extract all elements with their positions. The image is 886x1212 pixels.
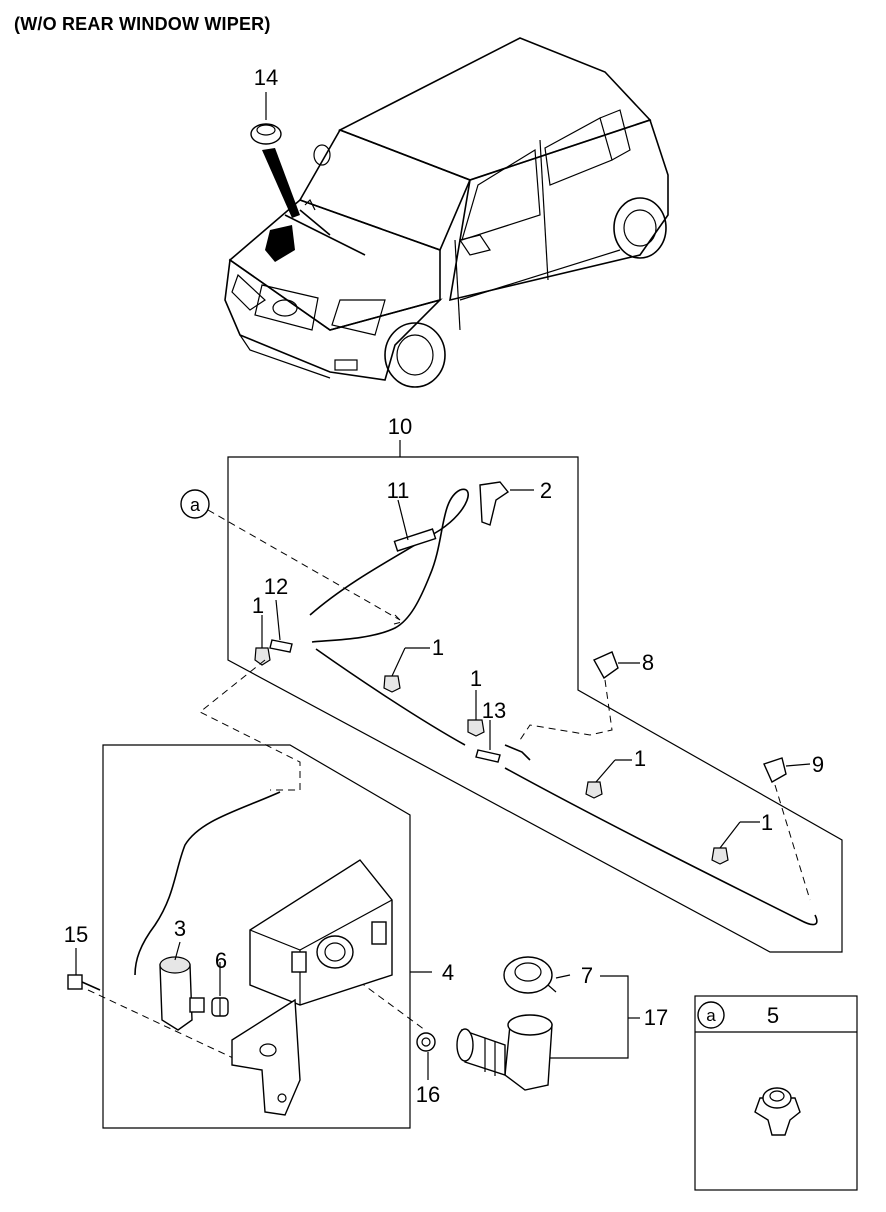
- callout-1: 1: [761, 810, 773, 835]
- callout-16: 16: [416, 1082, 440, 1107]
- part-5-clip: [754, 1087, 801, 1136]
- part-6-grommet: [211, 997, 229, 1017]
- part-16-nut: [416, 1032, 436, 1052]
- clip-1: [254, 647, 271, 666]
- clip-1: [467, 719, 485, 737]
- callout-14: 14: [254, 65, 278, 90]
- detail-marker-label: a: [190, 495, 201, 515]
- clip-1: [585, 781, 603, 799]
- callout-17: 17: [644, 1005, 668, 1030]
- callout-10: 10: [388, 414, 412, 439]
- detail-box: [694, 995, 858, 1191]
- callout-12: 12: [264, 574, 288, 599]
- car-illustration: [224, 37, 669, 388]
- washer-tank-group: [67, 744, 436, 1129]
- callout-1: 1: [470, 666, 482, 691]
- callout-1: 1: [634, 746, 646, 771]
- part-3-pump: [159, 956, 205, 1031]
- callout-1: 1: [432, 635, 444, 660]
- clip-1: [711, 847, 729, 865]
- part-7-cap: [503, 956, 553, 994]
- callout-15: 15: [64, 922, 88, 947]
- callout-11: 11: [387, 478, 410, 503]
- callout-1: 1: [252, 593, 264, 618]
- detail-marker-a: [180, 489, 210, 519]
- filler-neck-group: [456, 956, 640, 1091]
- washer-tank-location-marker: [265, 225, 295, 262]
- callout-7: 7: [581, 963, 593, 988]
- callout-8: 8: [642, 650, 654, 675]
- detail-box-marker-label: a: [706, 1006, 716, 1025]
- hose-assembly-group: [207, 440, 843, 953]
- clip-1: [383, 675, 401, 693]
- callout-9: 9: [812, 752, 824, 777]
- callout-4: 4: [442, 960, 454, 985]
- part-15-bolt: [67, 974, 101, 991]
- callout-3: 3: [174, 916, 186, 941]
- callout-5: 5: [767, 1003, 779, 1028]
- diagram-heading: (W/O REAR WINDOW WIPER): [14, 14, 271, 34]
- callout-13: 13: [482, 698, 506, 723]
- part-9-nozzle: [763, 757, 787, 783]
- callout-6: 6: [215, 948, 227, 973]
- detail-box-marker-a: [697, 1001, 725, 1029]
- part-8-nozzle: [593, 651, 619, 680]
- part-14-grommet: [250, 123, 282, 145]
- callout-2: 2: [540, 478, 552, 503]
